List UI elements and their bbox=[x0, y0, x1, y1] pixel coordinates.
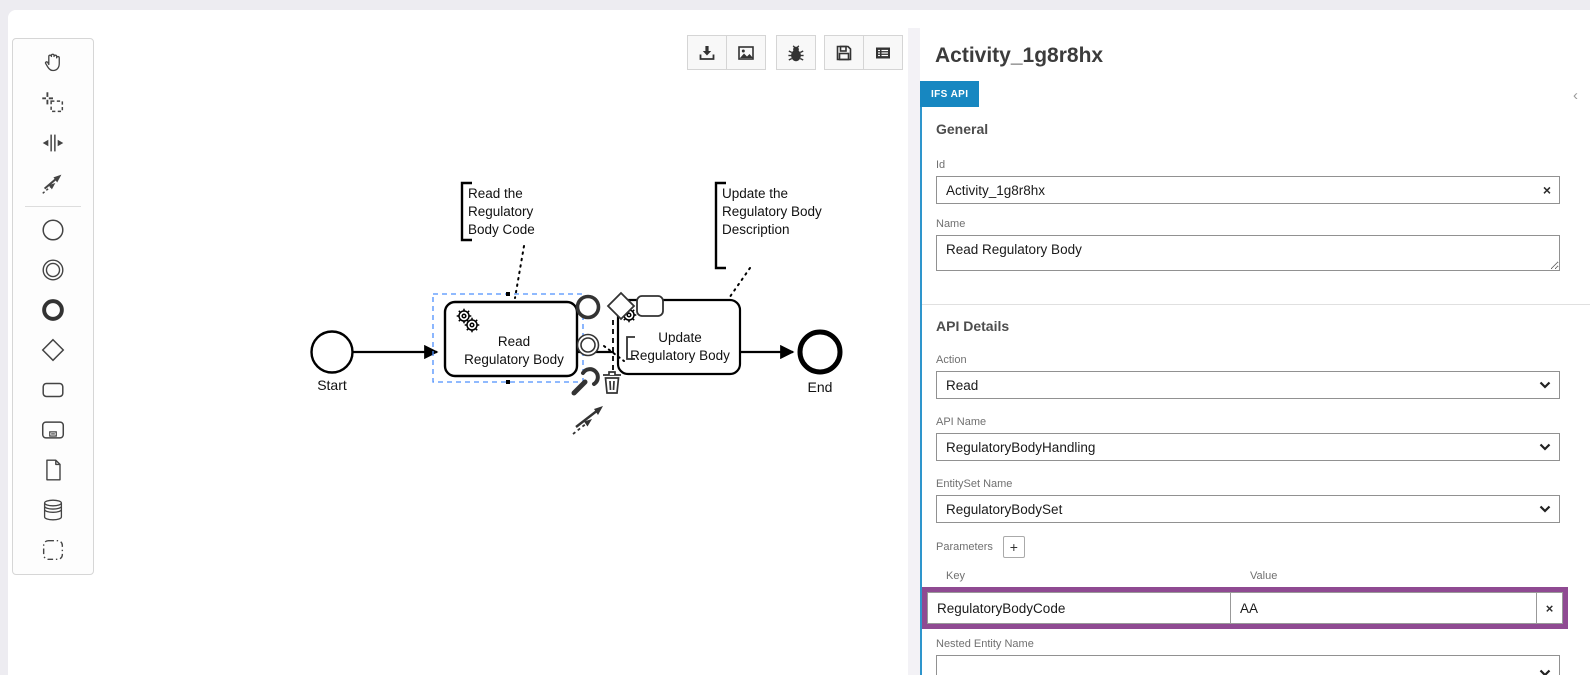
general-section-heading: General bbox=[936, 121, 989, 137]
start-event[interactable]: Start bbox=[310, 330, 354, 394]
remove-parameter-icon[interactable]: × bbox=[1537, 592, 1563, 624]
space-tool-icon[interactable] bbox=[13, 123, 93, 163]
collapse-panel-icon[interactable]: ‹ bbox=[1573, 87, 1578, 104]
parameter-value-input[interactable] bbox=[1231, 592, 1537, 624]
wrench-icon[interactable] bbox=[571, 367, 600, 396]
global-connect-tool-icon[interactable] bbox=[13, 163, 93, 203]
entityset-name-select[interactable]: RegulatoryBodySet bbox=[936, 495, 1560, 523]
nested-entity-name-select[interactable] bbox=[936, 655, 1560, 675]
create-group-icon[interactable] bbox=[13, 530, 93, 570]
properties-panel: Activity_1g8r8hx IFS API ‹ General Id × … bbox=[920, 28, 1590, 675]
service-task-gear-icon bbox=[455, 307, 481, 334]
api-name-label: API Name bbox=[936, 416, 987, 428]
append-task-icon[interactable] bbox=[636, 295, 664, 317]
clear-id-icon[interactable]: × bbox=[1542, 182, 1551, 198]
save-button[interactable] bbox=[824, 35, 864, 70]
tab-ifs-api[interactable]: IFS API bbox=[920, 81, 980, 107]
parameter-key-input[interactable] bbox=[927, 592, 1231, 624]
download-button[interactable] bbox=[687, 35, 727, 70]
append-end-event-icon[interactable] bbox=[575, 294, 601, 320]
text-annotation-update-description[interactable]: Update the Regulatory Body Description bbox=[714, 181, 822, 302]
create-data-object-icon[interactable] bbox=[13, 450, 93, 490]
action-value: Read bbox=[946, 377, 979, 393]
trash-icon[interactable] bbox=[603, 371, 621, 394]
create-data-store-icon[interactable] bbox=[13, 490, 93, 530]
parameter-row-highlighted: × bbox=[922, 587, 1568, 629]
task2-label-line1: Update bbox=[658, 330, 702, 345]
entityset-name-value: RegulatoryBodySet bbox=[946, 501, 1063, 517]
action-label: Action bbox=[936, 354, 967, 366]
create-task-icon[interactable] bbox=[13, 370, 93, 410]
annotation1-line3: Body Code bbox=[468, 222, 535, 237]
panel-tab-row: IFS API ‹ bbox=[920, 81, 1590, 107]
name-input[interactable]: Read Regulatory Body bbox=[936, 235, 1560, 271]
chevron-down-icon bbox=[1539, 669, 1551, 675]
palette-separator bbox=[25, 206, 81, 207]
page-title: Activity_1g8r8hx bbox=[935, 44, 1104, 67]
context-pad bbox=[571, 291, 664, 435]
task1-label-line1: Read bbox=[498, 334, 530, 349]
bpmn-canvas[interactable]: Read the Regulatory Body Code Update the… bbox=[0, 0, 908, 675]
append-text-annotation-icon[interactable] bbox=[603, 336, 635, 362]
action-select[interactable]: Read bbox=[936, 371, 1560, 399]
start-event-label: Start bbox=[317, 377, 347, 393]
task1-label-line2: Regulatory Body bbox=[464, 352, 564, 367]
connect-icon[interactable] bbox=[572, 406, 603, 435]
chevron-down-icon bbox=[1539, 505, 1551, 513]
append-intermediate-event-icon[interactable] bbox=[576, 333, 600, 357]
create-start-event-icon[interactable] bbox=[13, 210, 93, 250]
image-export-button[interactable] bbox=[726, 35, 766, 70]
add-parameter-button[interactable]: + bbox=[1002, 536, 1025, 558]
create-gateway-icon[interactable] bbox=[13, 330, 93, 370]
task2-label-line2: Regulatory Body bbox=[630, 348, 730, 363]
value-column-header: Value bbox=[1250, 570, 1278, 582]
text-annotation-read-code[interactable]: Read the Regulatory Body Code bbox=[460, 181, 535, 299]
canvas-panel-divider bbox=[908, 28, 920, 675]
debug-button[interactable] bbox=[776, 35, 816, 70]
create-intermediate-event-icon[interactable] bbox=[13, 250, 93, 290]
section-divider bbox=[922, 304, 1590, 305]
toolbar-group-export bbox=[687, 35, 766, 70]
association-line-1 bbox=[514, 245, 525, 299]
end-event[interactable]: End bbox=[797, 329, 843, 395]
id-input[interactable] bbox=[936, 176, 1560, 204]
association-line-2 bbox=[726, 267, 751, 302]
annotation2-line1: Update the bbox=[722, 186, 788, 201]
name-label: Name bbox=[936, 218, 966, 230]
toolbar-group-save bbox=[824, 35, 903, 70]
bpmn-palette bbox=[12, 38, 94, 575]
append-gateway-icon[interactable] bbox=[606, 291, 636, 321]
task-update-regulatory-body[interactable]: Update Regulatory Body bbox=[616, 298, 742, 376]
api-name-value: RegulatoryBodyHandling bbox=[946, 439, 1096, 455]
chevron-down-icon bbox=[1539, 381, 1551, 389]
annotation2-line3: Description bbox=[722, 222, 790, 237]
api-details-section-heading: API Details bbox=[936, 318, 1010, 334]
id-label: Id bbox=[936, 159, 946, 171]
key-column-header: Key bbox=[946, 570, 965, 582]
task-read-regulatory-body[interactable]: Read Regulatory Body bbox=[443, 300, 579, 378]
create-subprocess-icon[interactable] bbox=[13, 410, 93, 450]
annotation2-line2: Regulatory Body bbox=[722, 204, 822, 219]
annotation1-line2: Regulatory bbox=[468, 204, 534, 219]
end-event-label: End bbox=[808, 379, 833, 395]
properties-toggle-button[interactable] bbox=[863, 35, 903, 70]
nested-entity-name-label: Nested Entity Name bbox=[936, 638, 1034, 650]
parameter-headers: Key Value bbox=[936, 570, 1560, 582]
chevron-down-icon bbox=[1539, 443, 1551, 451]
create-end-event-icon[interactable] bbox=[13, 290, 93, 330]
panel-content: General Id × Name Read Regulatory Body A… bbox=[920, 107, 1590, 675]
hand-tool-icon[interactable] bbox=[13, 43, 93, 83]
toolbar-group-debug bbox=[776, 35, 816, 70]
annotation1-line1: Read the bbox=[468, 186, 523, 201]
entityset-name-label: EntitySet Name bbox=[936, 478, 1013, 490]
parameters-label: Parameters bbox=[936, 541, 993, 553]
api-name-select[interactable]: RegulatoryBodyHandling bbox=[936, 433, 1560, 461]
lasso-tool-icon[interactable] bbox=[13, 83, 93, 123]
